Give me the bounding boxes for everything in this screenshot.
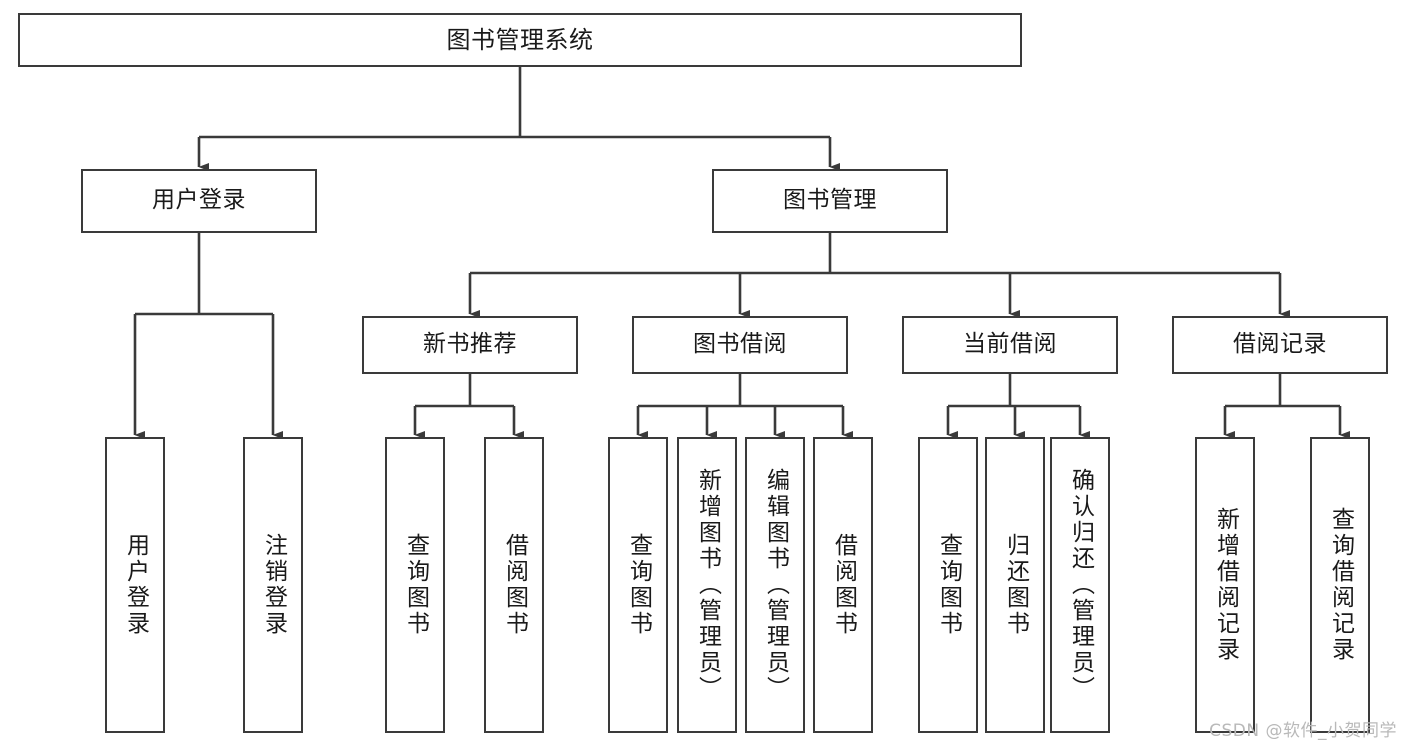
node-label: 图书借阅	[693, 331, 787, 358]
node-label: 查询借阅记录	[1327, 507, 1354, 663]
leaf-current-borrow-return-book[interactable]: 归还图书	[985, 437, 1045, 733]
node-label: 图书管理	[783, 187, 877, 214]
leaf-user-login-logout[interactable]: 注销登录	[243, 437, 303, 733]
node-borrowing-record[interactable]: 借阅记录	[1172, 316, 1388, 374]
node-label: 新书推荐	[423, 331, 517, 358]
node-label: 借阅记录	[1233, 331, 1327, 358]
watermark-text: CSDN @软件_小贺同学	[1209, 721, 1397, 741]
node-label: 注销登录	[260, 533, 287, 637]
leaf-borrow-record-query-record[interactable]: 查询借阅记录	[1310, 437, 1370, 733]
node-label: 用户登录	[122, 533, 149, 637]
node-label: 编辑图书（管理员）	[762, 468, 789, 702]
node-label: 借阅图书	[830, 533, 857, 637]
node-label: 查询图书	[625, 533, 652, 637]
node-label: 查询图书	[935, 533, 962, 637]
leaf-new-book-borrow-book[interactable]: 借阅图书	[484, 437, 544, 733]
leaf-book-borrow-borrow-book[interactable]: 借阅图书	[813, 437, 873, 733]
node-label: 当前借阅	[963, 331, 1057, 358]
node-label: 确认归还（管理员）	[1067, 468, 1094, 702]
node-new-book-recommendation[interactable]: 新书推荐	[362, 316, 578, 374]
node-label: 用户登录	[152, 187, 246, 214]
node-label: 图书管理系统	[446, 25, 594, 54]
leaf-new-book-query-book[interactable]: 查询图书	[385, 437, 445, 733]
leaf-book-borrow-query-book[interactable]: 查询图书	[608, 437, 668, 733]
leaf-current-borrow-confirm-return-admin[interactable]: 确认归还（管理员）	[1050, 437, 1110, 733]
node-label: 借阅图书	[501, 533, 528, 637]
node-label: 归还图书	[1002, 533, 1029, 637]
leaf-current-borrow-query-book[interactable]: 查询图书	[918, 437, 978, 733]
node-user-login[interactable]: 用户登录	[81, 169, 317, 233]
leaf-book-borrow-add-book-admin[interactable]: 新增图书（管理员）	[677, 437, 737, 733]
node-label: 新增图书（管理员）	[694, 468, 721, 702]
node-root-book-management-system[interactable]: 图书管理系统	[18, 13, 1022, 67]
node-current-borrowing[interactable]: 当前借阅	[902, 316, 1118, 374]
node-label: 新增借阅记录	[1212, 507, 1239, 663]
node-book-management[interactable]: 图书管理	[712, 169, 948, 233]
node-book-borrowing[interactable]: 图书借阅	[632, 316, 848, 374]
leaf-user-login-login[interactable]: 用户登录	[105, 437, 165, 733]
leaf-borrow-record-add-record[interactable]: 新增借阅记录	[1195, 437, 1255, 733]
leaf-book-borrow-edit-book-admin[interactable]: 编辑图书（管理员）	[745, 437, 805, 733]
node-label: 查询图书	[402, 533, 429, 637]
